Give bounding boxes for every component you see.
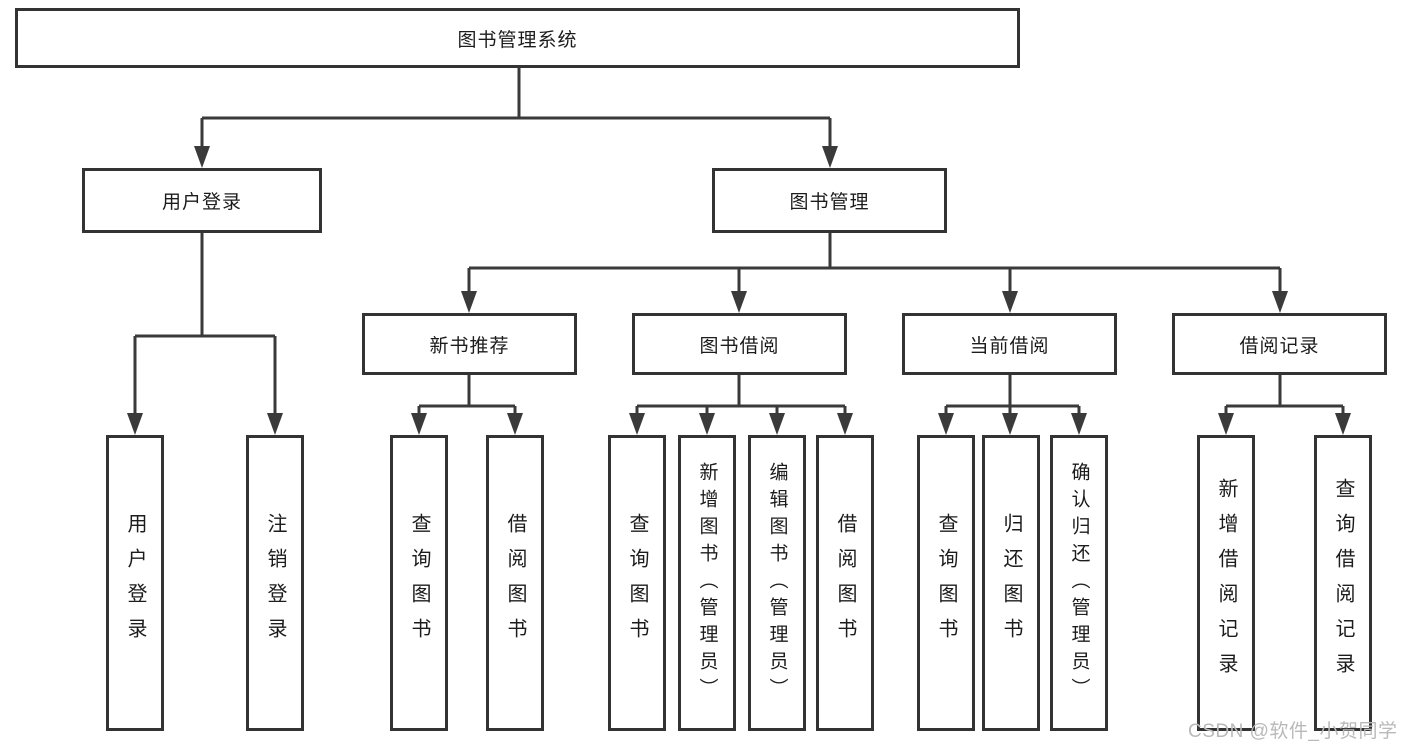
node-label: 图书管理系统 (457, 29, 578, 51)
node-return-books: 归还图书 (982, 435, 1040, 731)
node-label: 图书借阅 (699, 335, 780, 357)
arrowhead-icon (938, 413, 954, 435)
node-user-login-action: 用户登录 (106, 435, 164, 731)
arrowhead-icon (731, 291, 747, 313)
node-query-books-recommend: 查询图书 (390, 435, 448, 731)
arrowhead-icon (1335, 413, 1351, 435)
connector-current-borrowing (944, 375, 1081, 416)
node-borrow-books-recommend: 借阅图书 (486, 435, 544, 731)
arrowhead-icon (1071, 413, 1087, 435)
connector-book-management (467, 233, 1282, 293)
connector-borrowing-records (1224, 375, 1345, 416)
node-label: 查询图书 (935, 513, 957, 653)
arrowheads (127, 146, 1351, 435)
node-add-book-admin: 新增图书（管理员） (678, 435, 736, 731)
connector-new-book-recommendation (417, 375, 517, 416)
node-query-books-borrowing: 查询图书 (608, 435, 666, 731)
node-edit-book-admin: 编辑图书（管理员） (748, 435, 806, 731)
node-label: 新增图书（管理员） (696, 461, 718, 705)
arrowhead-icon (1272, 291, 1288, 313)
node-label: 用户登录 (124, 513, 146, 653)
node-label: 查询图书 (408, 513, 430, 653)
csdn-watermark: CSDN @软件_小贺同学 (1188, 721, 1398, 742)
node-label: 查询图书 (626, 513, 648, 653)
arrowhead-icon (837, 413, 853, 435)
arrowhead-icon (507, 413, 523, 435)
node-logout-action: 注销登录 (246, 435, 304, 731)
node-library-management-system: 图书管理系统 (15, 8, 1020, 68)
node-add-borrow-record: 新增借阅记录 (1197, 435, 1255, 731)
node-borrow-books-borrowing: 借阅图书 (816, 435, 874, 731)
node-label: 当前借阅 (969, 335, 1050, 357)
node-borrowing-records: 借阅记录 (1172, 313, 1387, 375)
arrowhead-icon (699, 413, 715, 435)
arrowhead-icon (461, 291, 477, 313)
node-label: 查询借阅记录 (1332, 478, 1354, 688)
node-label: 用户登录 (161, 192, 242, 213)
arrowhead-icon (411, 413, 427, 435)
connector-user-login (133, 233, 277, 416)
arrowhead-icon (1218, 413, 1234, 435)
node-label: 新增借阅记录 (1215, 478, 1237, 688)
arrowhead-icon (629, 413, 645, 435)
arrowhead-icon (194, 146, 210, 168)
arrowhead-icon (127, 413, 143, 435)
node-query-borrow-record: 查询借阅记录 (1314, 435, 1372, 731)
arrowhead-icon (1002, 291, 1018, 313)
node-user-login: 用户登录 (82, 168, 322, 233)
node-book-management: 图书管理 (712, 168, 947, 233)
node-label: 编辑图书（管理员） (766, 461, 788, 705)
node-label: 确认归还（管理员） (1068, 461, 1090, 705)
node-label: 图书管理 (789, 192, 870, 213)
node-label: 注销登录 (264, 513, 286, 653)
connector-root (200, 68, 832, 148)
arrowhead-icon (1002, 413, 1018, 435)
node-query-books-current: 查询图书 (917, 435, 975, 731)
node-label: 归还图书 (1000, 513, 1022, 653)
arrowhead-icon (769, 413, 785, 435)
connector-book-borrowing (635, 375, 847, 416)
node-new-book-recommendation: 新书推荐 (362, 313, 577, 375)
node-label: 借阅图书 (504, 513, 526, 653)
node-book-borrowing: 图书借阅 (632, 313, 847, 375)
node-label: 新书推荐 (429, 335, 510, 357)
arrowhead-icon (267, 413, 283, 435)
node-current-borrowing: 当前借阅 (902, 313, 1117, 375)
arrowhead-icon (822, 146, 838, 168)
node-confirm-return-admin: 确认归还（管理员） (1050, 435, 1108, 731)
node-label: 借阅记录 (1239, 335, 1320, 357)
node-label: 借阅图书 (834, 513, 856, 653)
